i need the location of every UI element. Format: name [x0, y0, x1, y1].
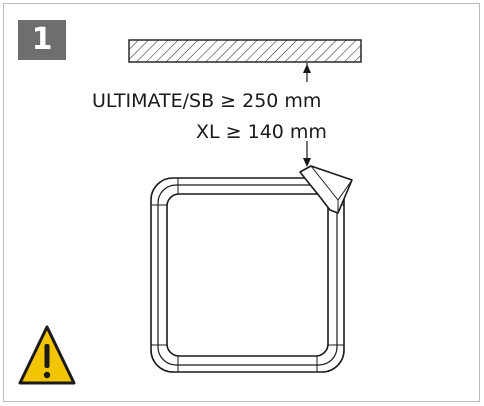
clearance-label-ultimate-sb: ULTIMATE/SB ≥ 250 mm — [92, 90, 322, 112]
device-outline — [150, 177, 345, 373]
ceiling-hatch — [128, 39, 362, 63]
step-number-badge: 1 — [18, 20, 66, 60]
clearance-label-xl: XL ≥ 140 mm — [196, 121, 327, 143]
warning-triangle-icon — [18, 325, 76, 385]
clearance-arrow — [303, 63, 311, 167]
device-head — [299, 165, 353, 214]
